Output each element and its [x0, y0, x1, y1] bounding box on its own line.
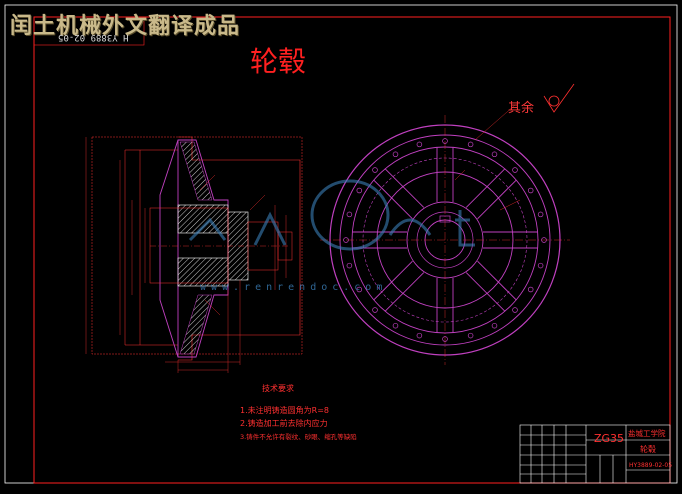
sheet-border [4, 4, 678, 484]
code-box [33, 16, 145, 46]
title-block [519, 424, 671, 484]
surface-roughness-note: 其余 [508, 101, 535, 116]
title-block-part-name: 轮毂 [640, 445, 656, 454]
bolt-hole [512, 167, 518, 173]
bolt-hole [372, 167, 378, 173]
bolt-hole [442, 336, 448, 342]
bolt-hole [356, 286, 363, 293]
technical-note-1: 1.未注明铸造圆角为R=8 [240, 406, 329, 415]
bolt-hole [372, 307, 378, 313]
bolt-hole [392, 322, 399, 329]
roughness-symbol [543, 83, 575, 113]
drawing-title: 轮毂 [250, 45, 307, 78]
section-view [85, 136, 303, 373]
bolt-hole [356, 187, 363, 194]
title-block-material: ZG35 [594, 432, 625, 445]
rotated-drawing-code: H Y3889 02-05 [58, 32, 129, 42]
banner-title: 闰土机械外文翻译成品 [10, 14, 241, 39]
bolt-hole [467, 141, 474, 148]
bolt-hole [512, 307, 518, 313]
bolt-hole [467, 332, 474, 339]
technical-note-2: 2.铸造加工前去除内应力 [240, 419, 328, 428]
bolt-hole [343, 237, 349, 243]
bolt-hole [346, 262, 353, 269]
bolt-hole [346, 211, 353, 218]
bolt-hole [416, 332, 423, 339]
bolt-hole [392, 151, 399, 158]
front-view [320, 104, 570, 365]
bolt-hole [537, 211, 544, 218]
bolt-hole [442, 138, 448, 144]
title-block-school: 盐城工学院 [628, 429, 666, 438]
bolt-hole [527, 187, 534, 194]
bolt-hole [416, 141, 423, 148]
title-block-drawing-number: HY3889-02-05 [629, 462, 673, 469]
bolt-hole [491, 151, 498, 158]
bolt-hole [491, 322, 498, 329]
watermark-logo [188, 179, 475, 251]
technical-notes-title: 技术要求 [262, 384, 294, 393]
watermark-text: www.renrendoc.com [200, 282, 388, 293]
drawing-frame [33, 16, 671, 484]
bolt-hole [541, 237, 547, 243]
bolt-hole [537, 262, 544, 269]
bolt-hole [527, 286, 534, 293]
technical-note-3: 3.铸件不允许有裂纹、砂眼、缩孔等缺陷 [240, 433, 357, 441]
